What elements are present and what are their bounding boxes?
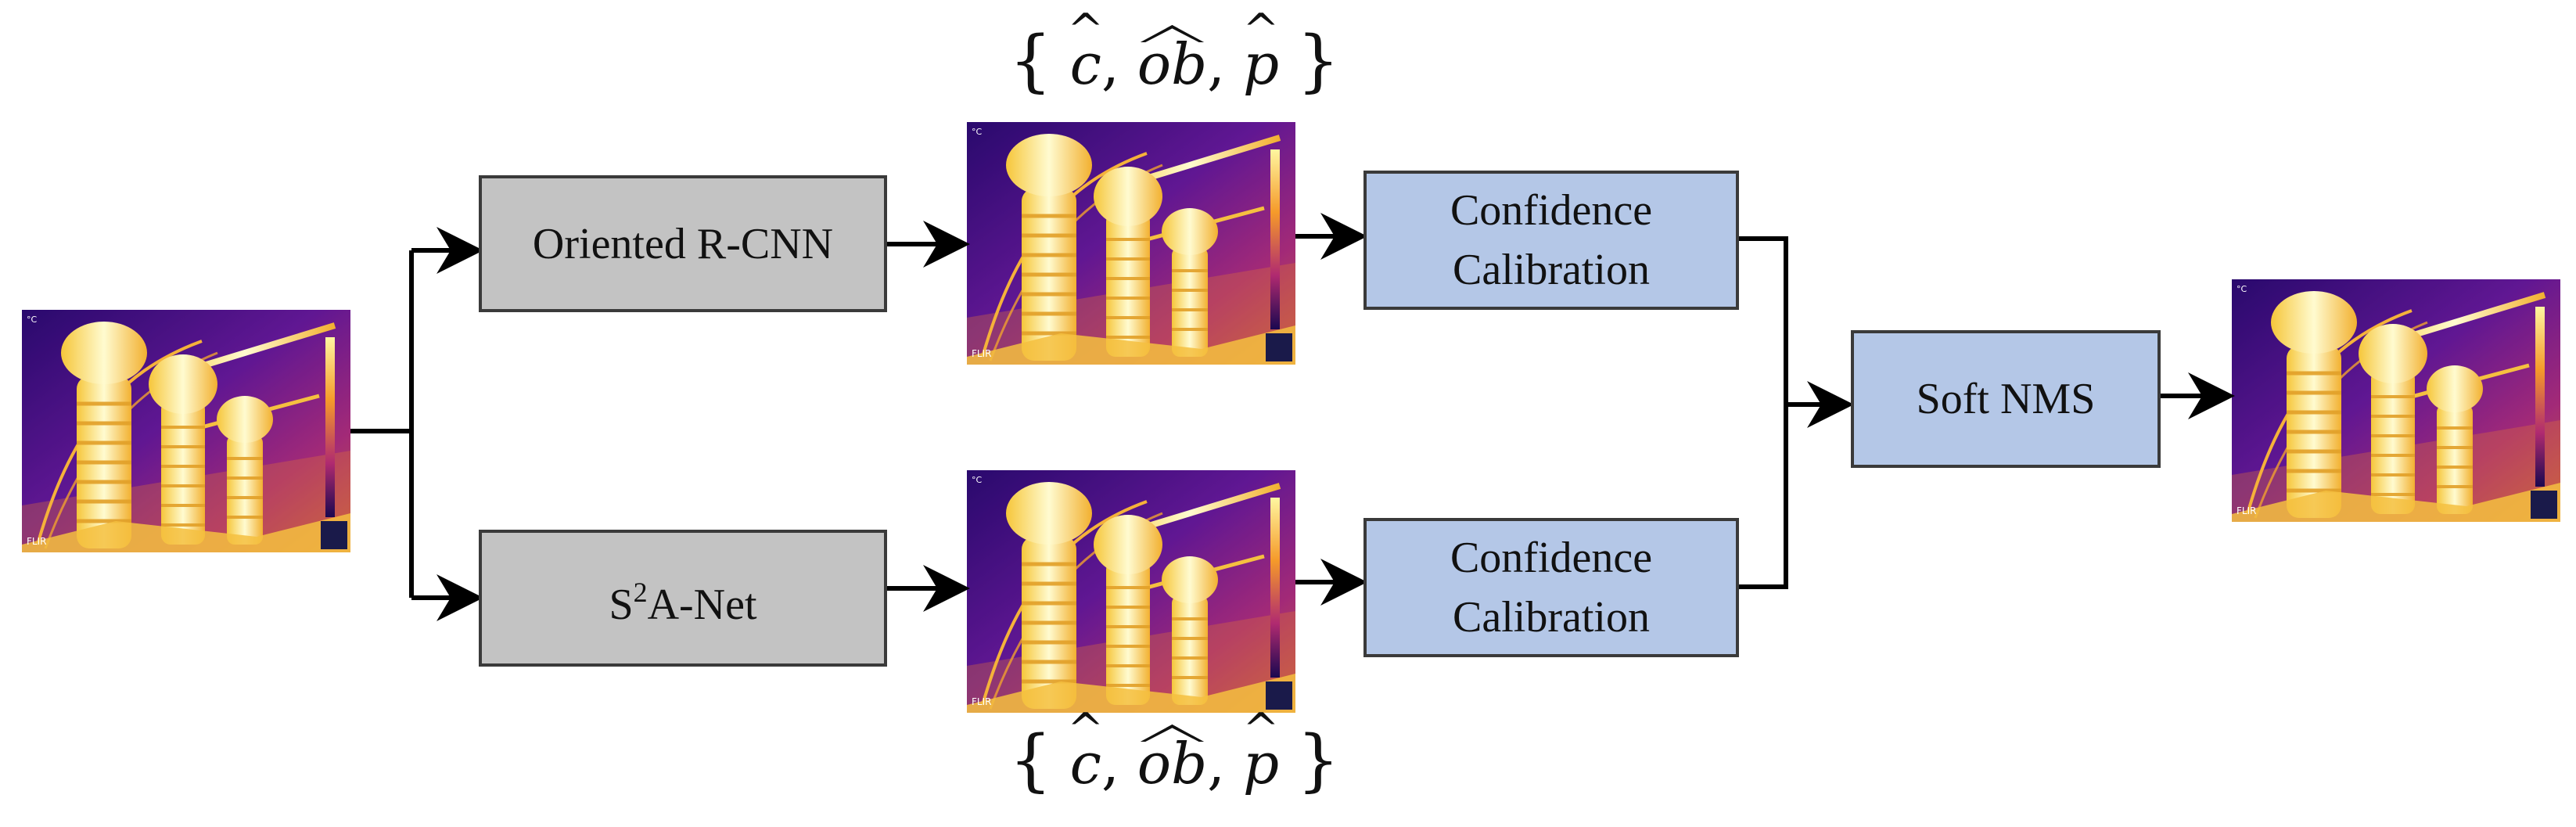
calibration-top-line1: Confidence	[1450, 186, 1653, 235]
p-hat: p	[1243, 31, 1279, 97]
detector-output-tuple-bottom: { c, ob, p }	[1009, 721, 1340, 800]
oriented-rcnn-block: Oriented R-CNN	[479, 175, 887, 312]
s2anet-label-rest: A-Net	[647, 580, 757, 629]
connector-arrows	[350, 213, 2235, 621]
final-output-thermal-image	[2232, 279, 2560, 522]
oriented-rcnn-label: Oriented R-CNN	[532, 219, 834, 268]
calibration-bottom-line1: Confidence	[1450, 534, 1653, 582]
s2anet-label-base: S	[609, 580, 634, 629]
detector-output-thermal-image-bottom	[967, 470, 1295, 713]
merge-line-top	[1739, 236, 1788, 589]
confidence-calibration-block-top: Confidence Calibration	[1363, 171, 1739, 310]
s2anet-label: S2A-Net	[609, 563, 756, 635]
ob-hat: ob	[1137, 731, 1208, 796]
ob-hat: ob	[1137, 31, 1208, 97]
calibration-bottom-line2: Calibration	[1453, 593, 1650, 642]
input-thermal-image	[22, 310, 350, 552]
calibration-top-line2: Calibration	[1453, 246, 1650, 294]
detector-output-tuple-top: { c, ob, p }	[1009, 22, 1340, 100]
c-hat: c	[1070, 731, 1101, 796]
detector-output-thermal-image-top	[967, 122, 1295, 365]
s2anet-block: S2A-Net	[479, 530, 887, 667]
soft-nms-label: Soft NMS	[1916, 375, 2096, 423]
confidence-calibration-block-bottom: Confidence Calibration	[1363, 518, 1739, 657]
c-hat: c	[1070, 31, 1101, 97]
p-hat: p	[1243, 731, 1279, 796]
s2anet-label-sup: 2	[633, 576, 648, 608]
soft-nms-block: Soft NMS	[1851, 330, 2161, 468]
